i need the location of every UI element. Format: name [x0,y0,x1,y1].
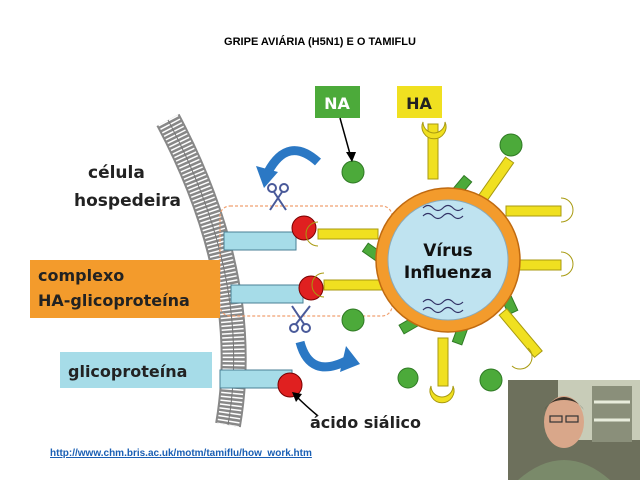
slide-title: GRIPE AVIÁRIA (H5N1) E O TAMIFLU [224,36,416,48]
complex-label-line2: HA-glicoproteína [38,291,190,310]
sialic-acid-label-text: ácido siálico [310,413,421,432]
ha-label-text: HA [406,94,432,113]
glycoprotein-1 [223,215,317,251]
source-link[interactable]: http://www.chm.bris.ac.uk/motm/tamiflu/h… [50,448,312,459]
complex-label-line1: complexo [38,266,124,285]
host-cell-label-line2: hospedeira [74,191,181,211]
curved-arrow-icon [256,146,322,188]
virus-label-line2: Influenza [404,263,492,283]
glycoprotein-2 [230,275,324,304]
presenter-webcam [508,380,640,480]
glycoprotein-label-text: glicoproteína [68,362,187,381]
influenza-virus: Vírus Influenza [375,187,521,333]
sialic-acid-label: ácido siálico [292,392,421,432]
influenza-diagram: Vírus Influenza NA HA célula hospedeira … [28,80,578,440]
na-label-text: NA [324,94,350,113]
glycoprotein-3 [219,369,303,398]
host-cell-label-line1: célula [88,163,145,183]
scissors-icon [267,183,289,211]
virus-label-line1: Vírus [423,241,473,261]
scissors-icon [289,305,311,333]
complex-label: complexo HA-glicoproteína [30,260,220,318]
glycoprotein-label: glicoproteína [60,352,212,388]
ha-label: HA [397,86,442,118]
na-label: NA [315,86,360,162]
curved-arrow-icon [295,340,360,372]
